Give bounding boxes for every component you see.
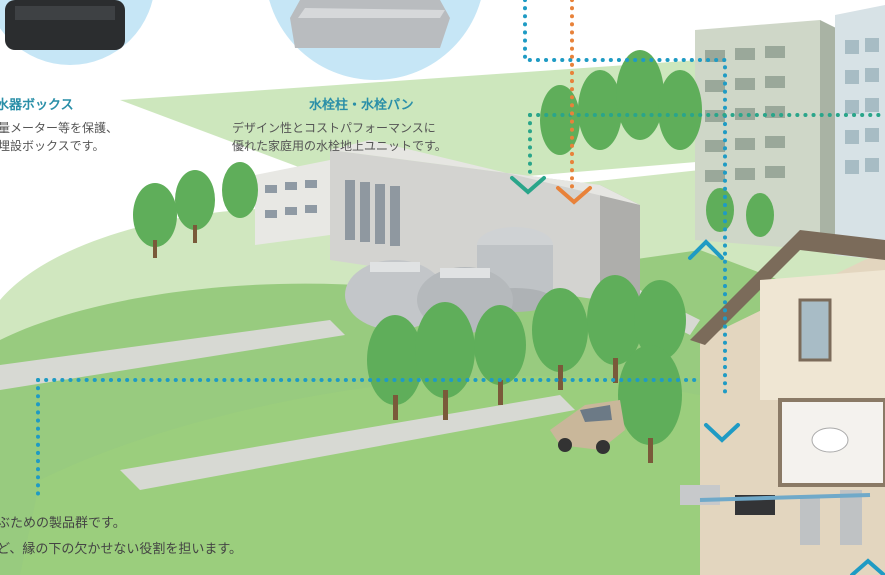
meter-box-title: 水器ボックス	[0, 98, 74, 113]
intro-text-line-1: ぶための製品群です。	[0, 516, 126, 531]
house	[690, 230, 885, 575]
chevron-up-icon	[688, 239, 724, 260]
underground-products	[680, 485, 871, 545]
meter-box-desc-line-2: 埋設ボックスです。	[0, 139, 105, 153]
intro-text-line-2: ど、縁の下の欠かせない役割を担います。	[0, 542, 243, 557]
connector-lines	[36, 0, 885, 497]
chevron-up-icon	[850, 558, 885, 575]
chevron-down-icon	[510, 176, 546, 195]
meter-box-circle	[0, 0, 153, 65]
meter-box-desc-line-1: 量メーター等を保護、	[0, 121, 119, 135]
faucet-pan-title: 水栓柱・水栓パン	[309, 98, 414, 113]
faucet-pan-desc-line-2: 優れた家庭用の水栓地上ユニットです。	[232, 139, 447, 153]
car	[550, 400, 625, 454]
chevron-down-icon	[556, 186, 592, 205]
trees	[133, 50, 774, 463]
apartment-buildings	[695, 5, 885, 260]
faucet-pan-circle	[269, 0, 481, 80]
faucet-pan-desc-line-1: デザイン性とコストパフォーマンスに	[232, 121, 436, 135]
chevron-down-icon	[704, 423, 740, 443]
